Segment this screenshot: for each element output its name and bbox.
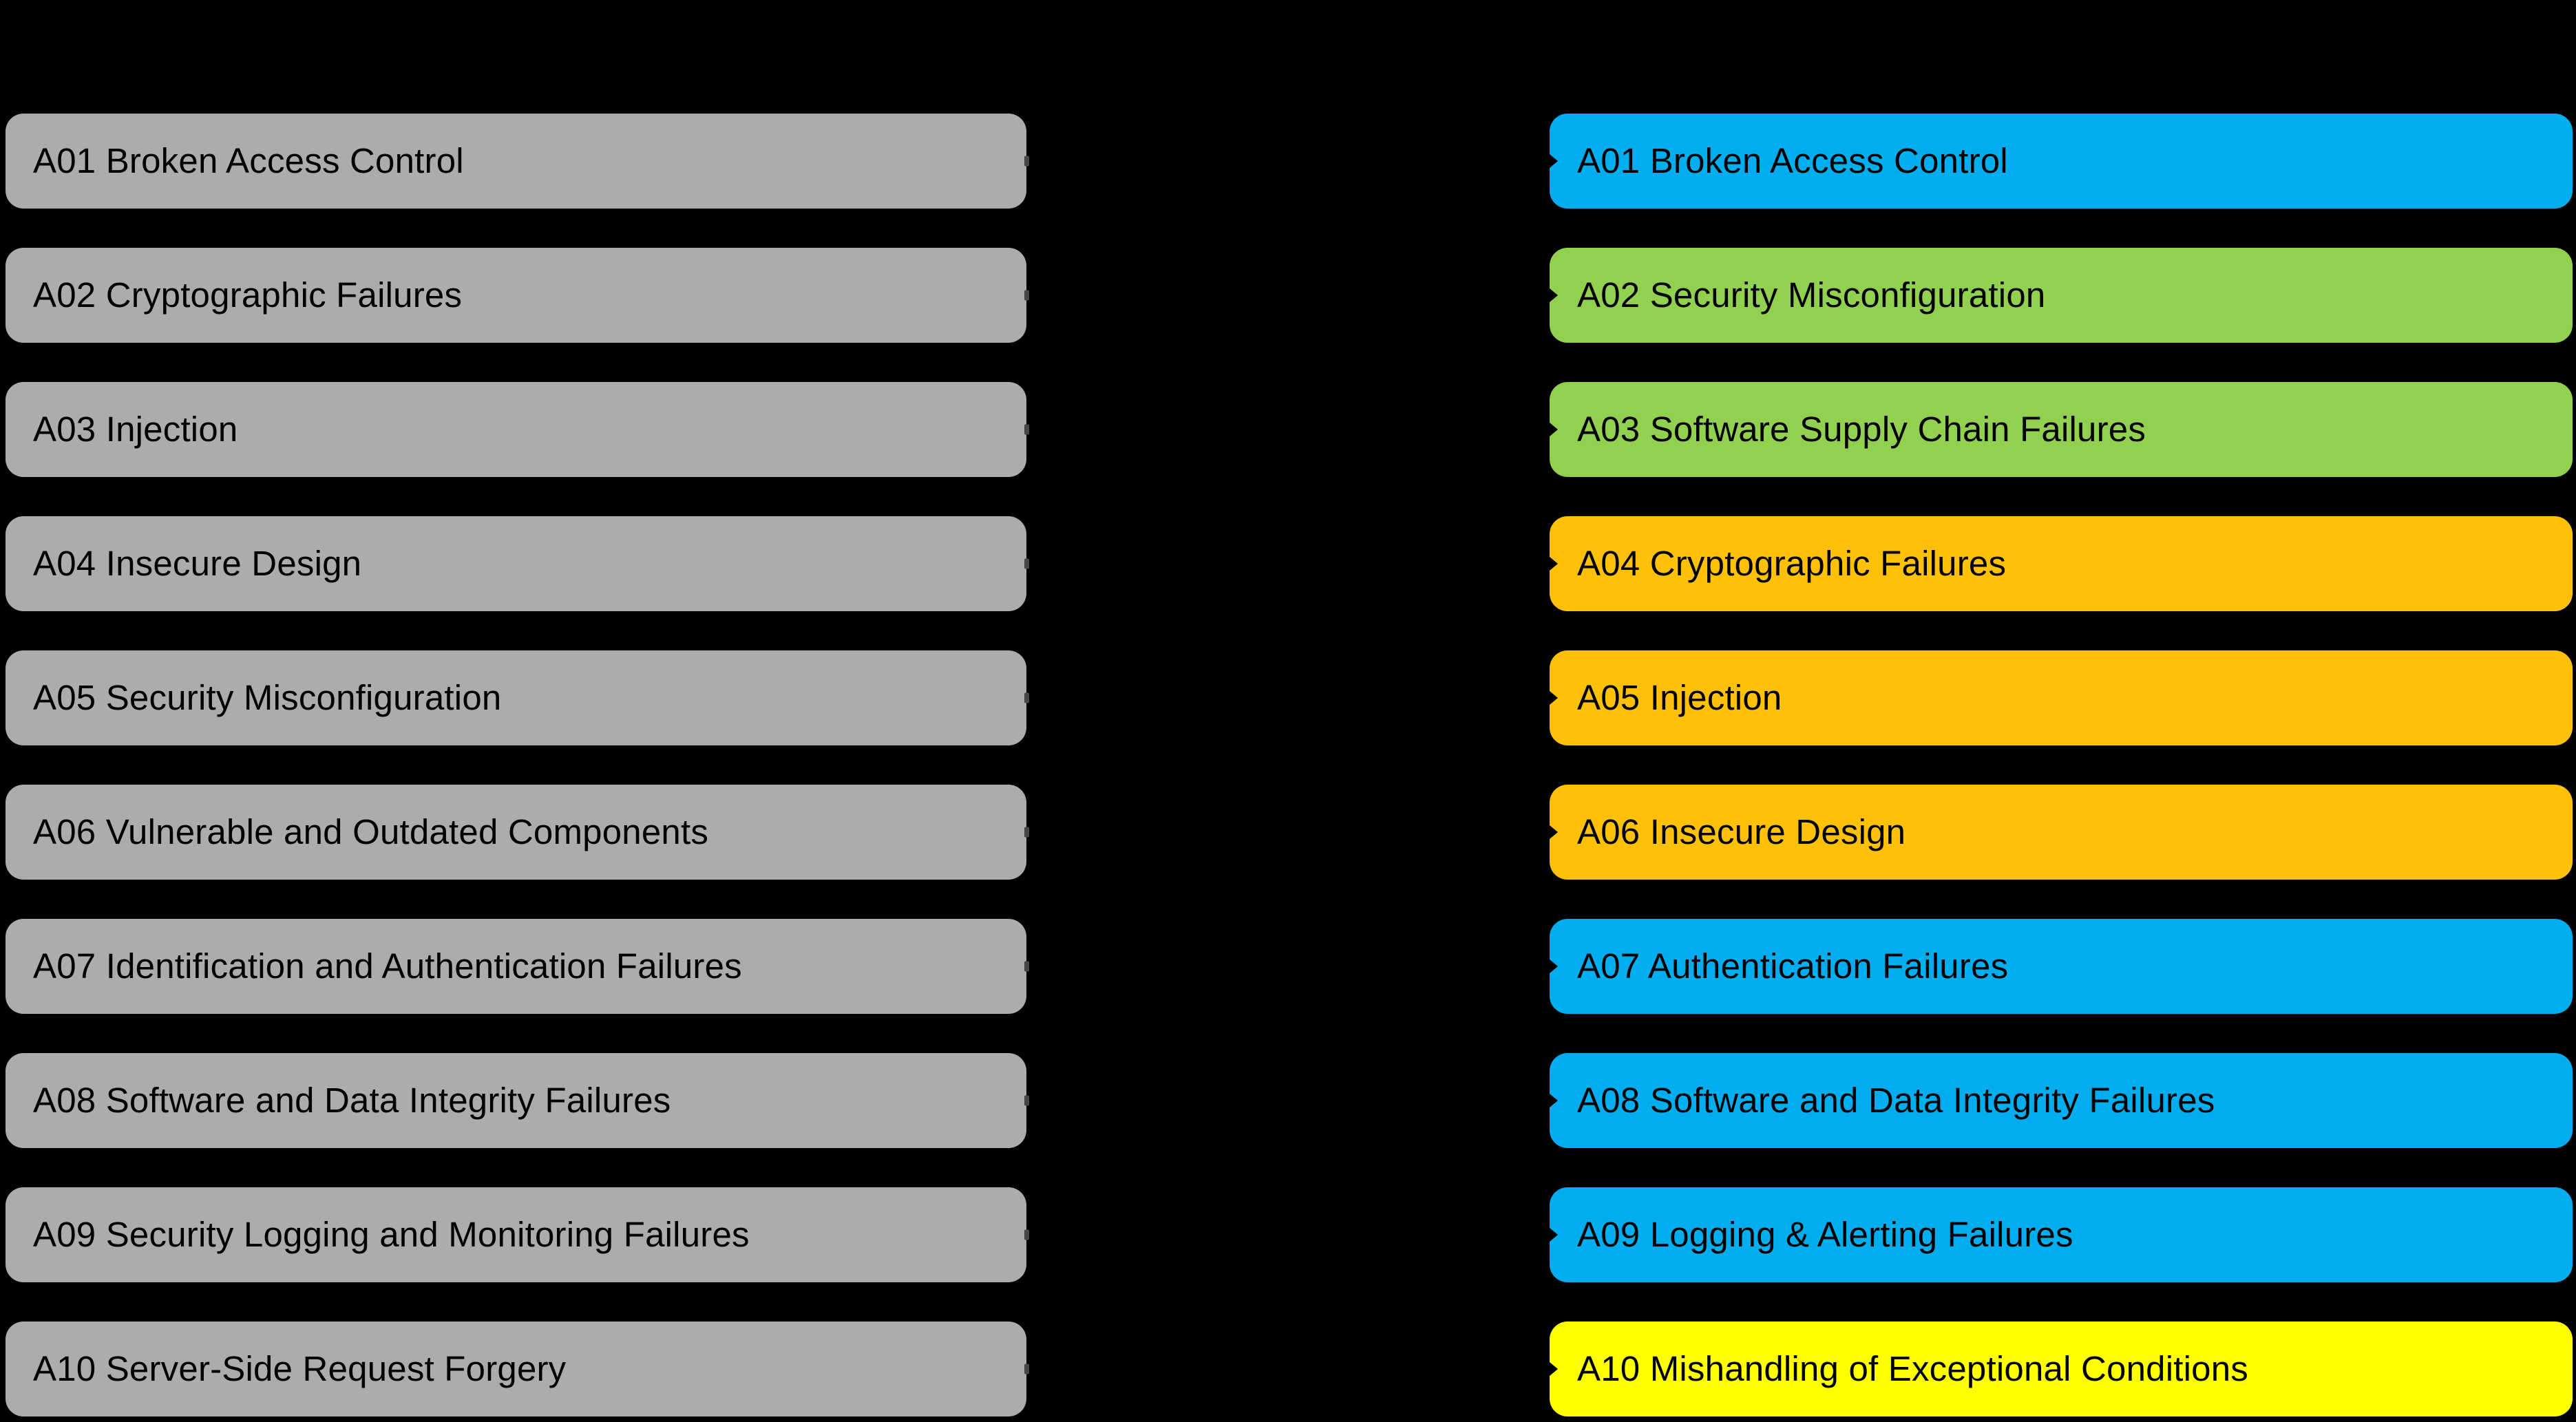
risk-label: A02 Cryptographic Failures — [33, 275, 463, 315]
arrow-stub — [1550, 1094, 1558, 1107]
risk-label: A07 Identification and Authentication Fa… — [33, 946, 742, 986]
arrow-stub — [1550, 825, 1558, 839]
risk-label: A09 Security Logging and Monitoring Fail… — [33, 1214, 750, 1254]
arrow-stub — [1550, 959, 1558, 973]
arrow-stub — [1550, 691, 1558, 705]
risk-label: A09 Logging & Alerting Failures — [1577, 1214, 2073, 1254]
arrow-stub — [1024, 1095, 1029, 1106]
risk-box: A08 Software and Data Integrity Failures — [6, 1053, 1029, 1148]
risk-label: A08 Software and Data Integrity Failures — [33, 1080, 671, 1120]
arrow-stub — [1550, 423, 1558, 436]
risk-box: A05 Injection — [1550, 650, 2573, 745]
risk-label: A03 Software Supply Chain Failures — [1577, 409, 2146, 449]
risk-box: A10 Server-Side Request Forgery — [6, 1322, 1029, 1416]
risk-label: A10 Server-Side Request Forgery — [33, 1348, 567, 1388]
risk-label: A04 Cryptographic Failures — [1577, 543, 2007, 583]
risk-box: A08 Software and Data Integrity Failures — [1550, 1053, 2573, 1148]
risk-label: A02 Security Misconfiguration — [1577, 275, 2046, 315]
risk-box: A04 Cryptographic Failures — [1550, 516, 2573, 611]
risk-label: A06 Vulnerable and Outdated Components — [33, 811, 709, 851]
risk-box: A05 Security Misconfiguration — [6, 650, 1029, 745]
risk-box: A07 Authentication Failures — [1550, 919, 2573, 1014]
risk-box: A06 Vulnerable and Outdated Components — [6, 785, 1029, 880]
risk-box: A06 Insecure Design — [1550, 785, 2573, 880]
risk-box: A09 Security Logging and Monitoring Fail… — [6, 1187, 1029, 1282]
risk-box: A07 Identification and Authentication Fa… — [6, 919, 1029, 1014]
risk-box: A04 Insecure Design — [6, 516, 1029, 611]
risk-label: A08 Software and Data Integrity Failures — [1577, 1080, 2215, 1120]
risk-box: A02 Security Misconfiguration — [1550, 248, 2573, 343]
risk-label: A01 Broken Access Control — [1577, 140, 2008, 180]
risk-label: A01 Broken Access Control — [33, 140, 464, 180]
arrow-stub — [1550, 557, 1558, 571]
arrow-stub — [1550, 154, 1558, 168]
risk-label: A05 Injection — [1577, 677, 1782, 717]
arrow-stub — [1024, 692, 1029, 703]
arrow-stub — [1024, 827, 1029, 838]
arrow-stub — [1550, 1228, 1558, 1242]
arrow-stub — [1024, 1363, 1029, 1375]
risk-box: A03 Injection — [6, 382, 1029, 477]
risk-label: A06 Insecure Design — [1577, 811, 1906, 851]
arrow-stub — [1024, 961, 1029, 972]
risk-box: A09 Logging & Alerting Failures — [1550, 1187, 2573, 1282]
risk-box: A01 Broken Access Control — [1550, 114, 2573, 209]
arrow-stub — [1550, 288, 1558, 302]
risk-box: A02 Cryptographic Failures — [6, 248, 1029, 343]
risk-box: A01 Broken Access Control — [6, 114, 1029, 209]
arrow-stub — [1024, 558, 1029, 569]
arrow-stub — [1024, 1229, 1029, 1240]
risk-box: A10 Mishandling of Exceptional Condition… — [1550, 1322, 2573, 1416]
risk-label: A07 Authentication Failures — [1577, 946, 2009, 986]
arrow-stub — [1024, 424, 1029, 435]
arrow-stub — [1550, 1362, 1558, 1376]
arrow-stub — [1024, 290, 1029, 301]
arrow-stub — [1024, 156, 1029, 167]
risk-label: A03 Injection — [33, 409, 238, 449]
risk-box: A03 Software Supply Chain Failures — [1550, 382, 2573, 477]
risk-label: A04 Insecure Design — [33, 543, 362, 583]
risk-label: A10 Mishandling of Exceptional Condition… — [1577, 1348, 2248, 1388]
risk-label: A05 Security Misconfiguration — [33, 677, 502, 717]
